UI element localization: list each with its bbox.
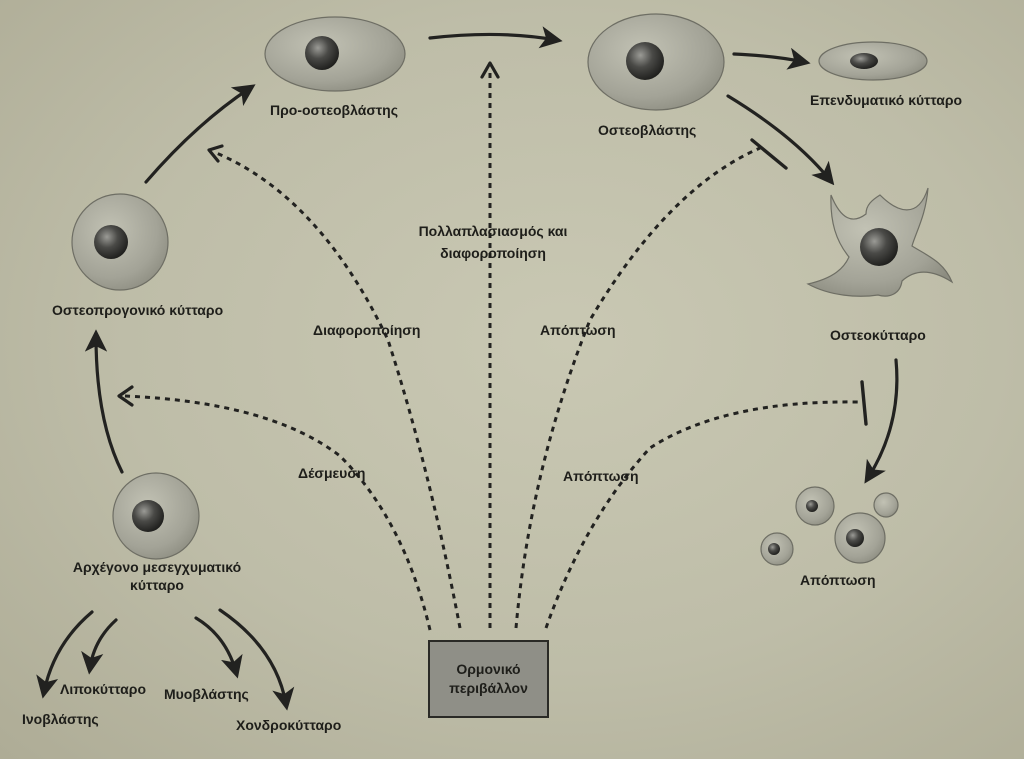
label-osteocyte: Οστεοκύτταρο <box>830 327 926 343</box>
label-commitment: Δέσμευση <box>298 465 366 481</box>
label-osteoblast: Οστεοβλάστης <box>598 122 697 138</box>
hormone-box-line1: Ορμονικό <box>456 661 521 677</box>
arrow-osteocyte-to-apoptosis <box>864 358 899 484</box>
arrow-osteoprogenitor-to-pre-osteoblast <box>144 84 256 184</box>
arrow-to-fibroblast <box>36 610 94 699</box>
label-adipocyte: Λιποκύτταρο <box>60 681 146 697</box>
signal-commitment-line <box>123 394 432 631</box>
label-differentiation: Διαφοροποίηση <box>313 322 421 338</box>
inhibition-bar-osteoblast <box>750 138 788 170</box>
label-proliferation-line2: διαφοροποίηση <box>440 245 546 261</box>
label-apoptosis-osteocyte: Απόπτωση <box>563 468 639 484</box>
arrow-mesenchymal-to-osteoprogenitor <box>84 329 124 474</box>
hormone-box-line2: περιβάλλον <box>449 680 528 696</box>
signal-commitment-arrowhead <box>117 385 134 407</box>
label-proliferation: Πολλαπλασιασμός και διαφοροποίηση <box>398 220 588 264</box>
signal-differentiation-arrowhead <box>207 144 224 163</box>
arrow-to-myoblast <box>194 616 243 679</box>
inhibition-bar-osteocyte <box>860 380 868 426</box>
cell-pre-osteoblast <box>264 16 406 92</box>
hormone-environment-box: Ορμονικό περιβάλλον <box>428 640 549 718</box>
arrow-pre-osteoblast-to-osteoblast <box>428 26 563 49</box>
cell-osteocyte <box>806 187 954 297</box>
signal-apoptosis-osteoblast-line <box>514 146 761 629</box>
apoptotic-bodies <box>760 486 899 566</box>
label-myoblast: Μυοβλάστης <box>164 686 249 702</box>
label-mesenchymal: Αρχέγονο μεσεγχυματικό κύτταρο <box>72 559 242 593</box>
signal-proliferation-arrowhead <box>480 61 500 79</box>
label-proliferation-line1: Πολλαπλασιασμός και <box>418 223 568 239</box>
label-fibroblast: Ινοβλάστης <box>22 711 99 727</box>
label-pre-osteoblast: Προ-οστεοβλάστης <box>270 102 398 118</box>
label-lining-cell: Επενδυματικό κύτταρο <box>810 92 963 108</box>
label-apoptosis-osteoblast: Απόπτωση <box>540 322 616 338</box>
arrow-to-adipocyte <box>81 618 118 675</box>
label-chondrocyte: Χονδροκύτταρο <box>236 717 342 733</box>
arrow-osteoblast-to-osteocyte <box>726 94 835 186</box>
arrow-osteoblast-to-lining-cell <box>732 47 811 70</box>
arrow-to-chondrocyte <box>218 608 295 711</box>
label-apoptosis-bodies: Απόπτωση <box>800 572 876 588</box>
cell-mesenchymal <box>112 472 200 560</box>
cell-osteoblast <box>587 13 725 111</box>
signal-differentiation-line <box>213 150 462 629</box>
cell-osteoprogenitor <box>71 193 169 291</box>
label-osteoprogenitor: Οστεοπρογονικό κύτταρο <box>52 302 224 318</box>
cell-lining-cell <box>818 41 928 81</box>
